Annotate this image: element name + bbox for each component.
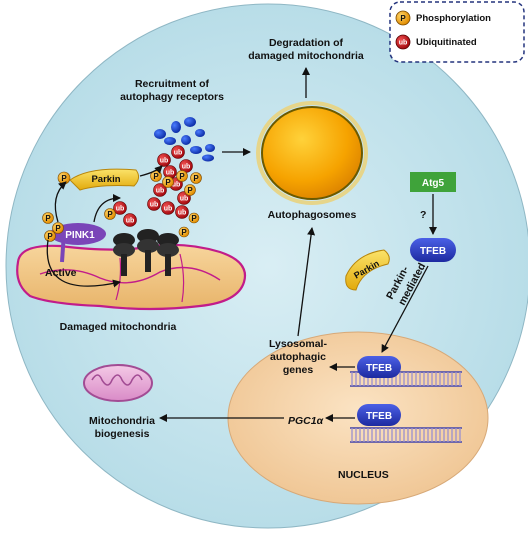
p-marker-label: P	[179, 172, 185, 181]
p-marker-label: P	[165, 178, 171, 187]
svg-text:PINK1: PINK1	[65, 230, 95, 241]
ub-marker-label: ub	[150, 202, 159, 209]
parkin-protein-top: Parkin	[69, 168, 140, 191]
tfeb-nuclear-1: TFEB	[357, 356, 401, 378]
p-marker-label: P	[187, 186, 193, 195]
legend-ub-label: Ubiquitinated	[416, 37, 477, 48]
tfeb-nuclear-2: TFEB	[357, 404, 401, 426]
mito-biogenesis-label-1: Mitochondria	[89, 415, 155, 427]
ub-marker-label: ub	[126, 218, 135, 225]
ub-marker-label: ub	[116, 206, 125, 213]
recruitment-label-1: Recruitment of	[135, 78, 210, 90]
p-marker-label: P	[55, 224, 61, 233]
svg-text:Parkin: Parkin	[91, 174, 120, 185]
damaged-mitochondrion	[16, 243, 247, 311]
lysosomal-genes-label-1: Lysosomal-	[269, 338, 327, 350]
svg-text:Atg5: Atg5	[422, 178, 445, 189]
damaged-mito-label: Damaged mitochondria	[60, 321, 177, 333]
svg-text:TFEB: TFEB	[420, 246, 446, 257]
atg5-box: Atg5	[410, 172, 456, 192]
recruitment-label-2: autophagy receptors	[120, 91, 224, 103]
p-marker-label: P	[107, 210, 113, 219]
mito-receptor-stalks	[113, 229, 179, 276]
svg-text:TFEB: TFEB	[366, 411, 392, 422]
tfeb-cytoplasmic: TFEB	[410, 238, 456, 262]
p-marker-label: P	[61, 174, 67, 183]
legend-phospho-label: Phosphorylation	[416, 13, 491, 24]
autophagosome	[261, 106, 363, 200]
lysosomal-genes-label-3: genes	[283, 364, 314, 376]
pink1-protein: PINK1	[50, 223, 106, 263]
ub-marker-label: ub	[156, 188, 165, 195]
p-marker-label: P	[193, 174, 199, 183]
legend-ub-icon	[395, 34, 411, 50]
ub-marker-label: ub	[172, 182, 181, 189]
ub-marker-label: ub	[180, 196, 189, 203]
autophagosomes-label: Autophagosomes	[268, 209, 357, 221]
legend-phospho-symbol: P	[400, 14, 406, 23]
ub-marker-label: ub	[164, 206, 173, 213]
dna-strand-2	[350, 427, 462, 443]
p-marker-label: P	[191, 214, 197, 223]
question-mark: ?	[420, 209, 426, 221]
svg-text:TFEB: TFEB	[366, 363, 392, 374]
p-marker-label: P	[153, 172, 159, 181]
lysosomal-genes-label-2: autophagic	[270, 351, 326, 363]
p-marker-label: P	[181, 228, 187, 237]
healthy-mitochondrion	[83, 364, 153, 402]
degradation-label-2: damaged mitochondria	[248, 50, 364, 62]
ub-marker-label: ub	[182, 164, 191, 171]
autophagy-receptors	[154, 117, 215, 162]
p-marker-label: P	[47, 232, 53, 241]
ub-marker-label: ub	[166, 170, 175, 177]
legend-phospho-icon	[395, 10, 411, 26]
nucleus-label: NUCLEUS	[338, 469, 389, 481]
mito-biogenesis-label-2: biogenesis	[95, 428, 150, 440]
p-marker-label: P	[45, 214, 51, 223]
ub-marker-label: ub	[174, 150, 183, 157]
ub-marker-label: ub	[178, 210, 187, 217]
active-label: Active	[45, 267, 77, 279]
pgc1a-label: PGC1α	[288, 415, 324, 427]
ub-marker-label: ub	[160, 158, 169, 165]
degradation-label-1: Degradation of	[269, 37, 344, 49]
legend-box: P Phosphorylation ub Ubiquitinated	[389, 1, 525, 63]
legend-ub-symbol: ub	[399, 40, 408, 47]
